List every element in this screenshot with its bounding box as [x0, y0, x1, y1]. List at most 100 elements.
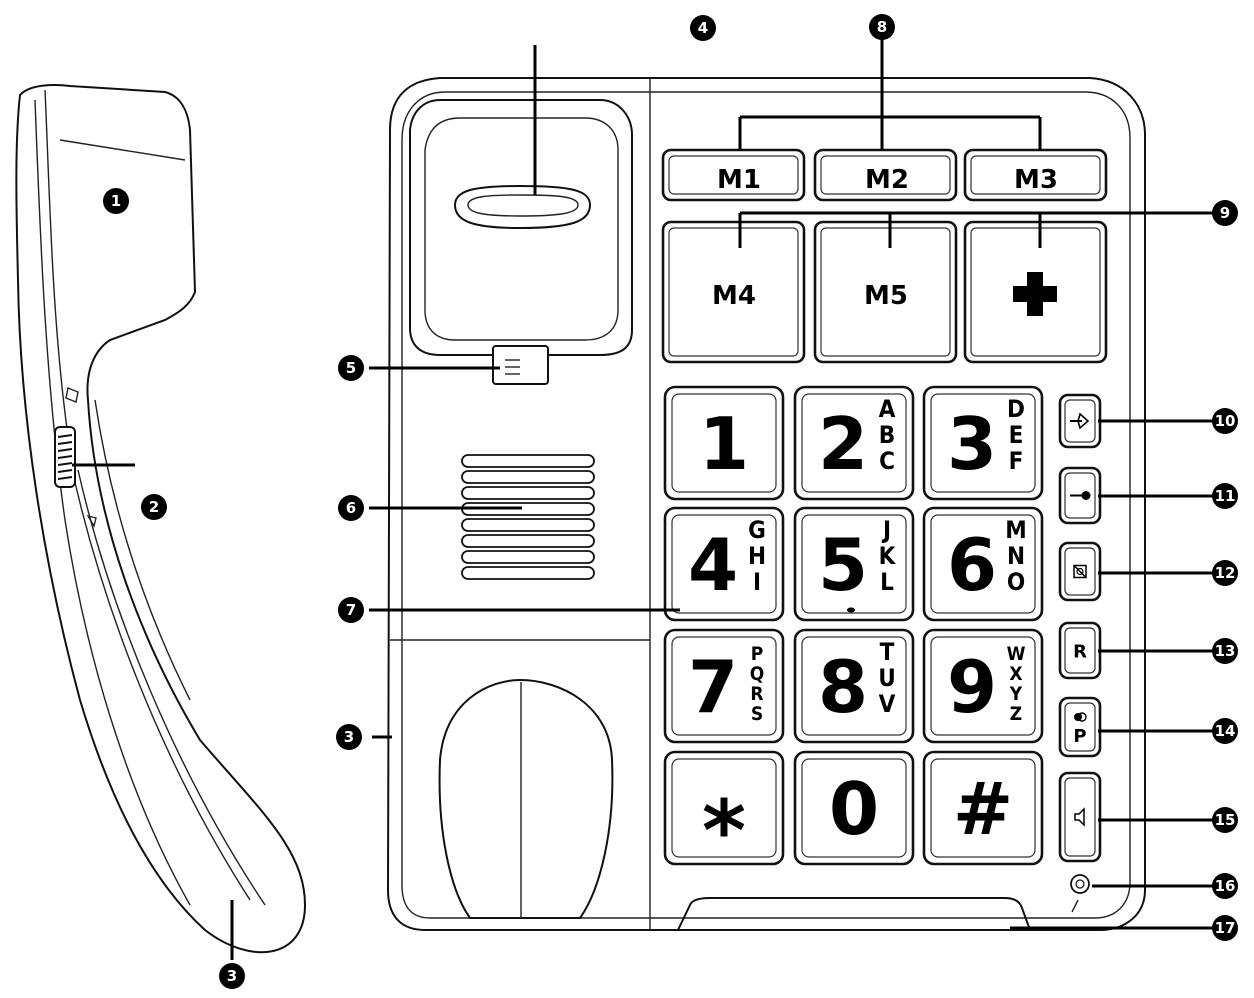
- callout-number: 7: [346, 601, 356, 619]
- dial-key-letter: B: [879, 421, 895, 449]
- dial-key-digit: 3: [947, 402, 997, 486]
- callout-number: 4: [698, 19, 708, 37]
- callout-11: 11: [1212, 483, 1238, 509]
- dial-key-letter: T: [880, 638, 895, 666]
- callout-13: 13: [1212, 638, 1238, 664]
- callout-14: 14: [1212, 718, 1238, 744]
- emergency-key[interactable]: [963, 220, 1108, 364]
- dial-key-digit: 9: [947, 645, 997, 729]
- memory-key-m5-label: M5: [864, 281, 908, 311]
- tactile-dot: [847, 607, 855, 613]
- dial-key-star[interactable]: *: [663, 750, 785, 880]
- dial-key-letter: P: [751, 643, 764, 665]
- callout-6: 6: [338, 495, 364, 521]
- memory-keys: M1 M2 M3 M4 M5: [661, 148, 1108, 364]
- callout-number: 9: [1220, 204, 1230, 222]
- callout-15: 15: [1212, 807, 1238, 833]
- speaker-grille: [461, 454, 595, 580]
- callout-number: 3: [344, 728, 354, 746]
- callout-17: 17: [1212, 915, 1238, 941]
- dial-key-letter: N: [1007, 542, 1025, 570]
- callout-12: 12: [1212, 560, 1238, 586]
- base-unit: [386, 77, 1146, 931]
- dial-key-letter: R: [750, 683, 763, 705]
- dial-key-letter: C: [879, 447, 895, 475]
- callout-number: 10: [1215, 412, 1236, 430]
- dial-key-hash[interactable]: #: [922, 750, 1044, 866]
- side-key-p-label: P: [1073, 726, 1086, 747]
- dial-key-letter: U: [878, 664, 896, 692]
- memory-key-m2-label: M2: [865, 165, 909, 195]
- dial-key-letter: I: [753, 568, 761, 596]
- dial-key-digit: 6: [947, 523, 997, 607]
- side-key-p[interactable]: P: [1058, 696, 1102, 758]
- callout-10: 10: [1212, 408, 1238, 434]
- dial-key-letter: X: [1009, 663, 1022, 685]
- callout-4: 4: [690, 15, 716, 41]
- leader-lines: [72, 32, 1213, 960]
- dial-key-digit: #: [953, 767, 1013, 851]
- incoming-call-icon: [1070, 412, 1090, 430]
- side-key-outgoing-call[interactable]: [1058, 466, 1102, 525]
- memory-key-m3[interactable]: M3: [963, 148, 1108, 202]
- callout-3: 3: [336, 724, 362, 750]
- callout-number: 12: [1215, 564, 1236, 582]
- dial-key-0[interactable]: 0: [793, 750, 915, 866]
- dial-key-letter: W: [1007, 643, 1026, 665]
- dial-key-letter: G: [748, 516, 766, 544]
- dial-key-letter: K: [879, 542, 897, 570]
- memory-key-m2[interactable]: M2: [813, 148, 958, 202]
- side-key-speaker[interactable]: [1058, 771, 1102, 863]
- dial-key-digit: 2: [818, 402, 868, 486]
- side-key-incoming-call[interactable]: [1058, 393, 1102, 449]
- callout-1: 1: [103, 188, 129, 214]
- callout-7: 7: [338, 597, 364, 623]
- callout-5: 5: [338, 355, 364, 381]
- side-key-mute[interactable]: [1058, 541, 1102, 602]
- memory-key-m5[interactable]: M5: [813, 220, 958, 364]
- side-key-r-label: R: [1073, 642, 1087, 663]
- callout-9: 9: [1212, 200, 1238, 226]
- memory-key-m1-label: M1: [717, 165, 761, 195]
- callout-number: 6: [346, 499, 356, 517]
- memory-key-m1[interactable]: M1: [661, 148, 806, 202]
- side-key-r[interactable]: R: [1058, 621, 1102, 680]
- dial-key-digit: 4: [688, 523, 738, 607]
- dial-key-letter: Y: [1009, 683, 1023, 705]
- dial-key-letter: J: [881, 516, 891, 544]
- dial-key-letter: A: [879, 395, 896, 423]
- callout-number: 14: [1215, 722, 1236, 740]
- callout-number: 5: [346, 359, 356, 377]
- dial-key-letter: Q: [750, 663, 765, 685]
- dial-key-letter: V: [879, 690, 896, 718]
- side-function-keys: RP: [1058, 393, 1102, 863]
- callout-number: 11: [1215, 487, 1236, 505]
- callout-number: 1: [111, 192, 121, 210]
- dial-key-letter: M: [1005, 516, 1027, 544]
- dial-key-letter: O: [1007, 568, 1025, 596]
- callout-number: 15: [1215, 811, 1236, 829]
- memory-key-m4[interactable]: M4: [661, 220, 806, 364]
- callout-number: 2: [149, 498, 159, 516]
- speaker-icon: [1074, 807, 1085, 827]
- dial-key-digit: 0: [829, 767, 879, 851]
- outgoing-call-icon: [1070, 491, 1091, 500]
- dial-key-1[interactable]: 1: [663, 385, 785, 501]
- callout-number: 3: [227, 967, 237, 985]
- dial-key-letter: L: [880, 568, 894, 596]
- callout-8: 8: [869, 14, 895, 40]
- dial-key-letter: E: [1009, 421, 1024, 449]
- dial-key-letter: H: [748, 542, 766, 570]
- emergency-cross-icon: [1013, 272, 1057, 316]
- callout-number: 16: [1215, 877, 1236, 895]
